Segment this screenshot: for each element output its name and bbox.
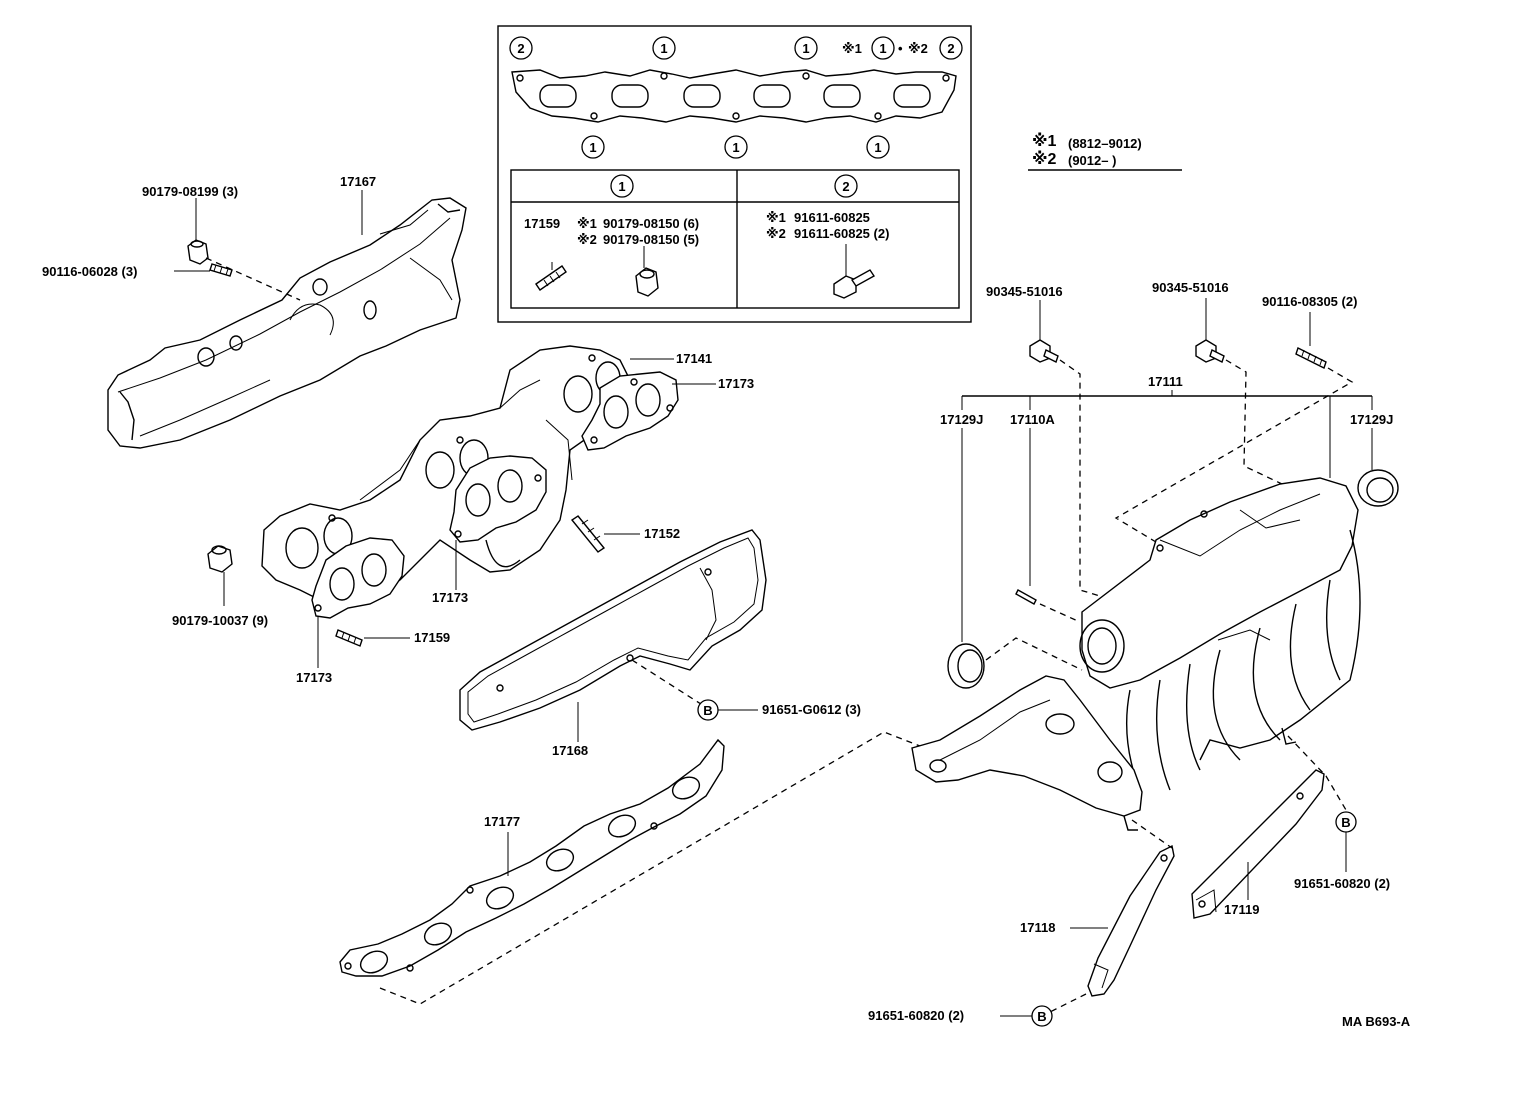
date-legend: ※1 (8812–9012) ※2 (9012– ) <box>1028 132 1182 171</box>
ref-marker-b-3: B <box>1031 1005 1053 1027</box>
inset-marker-1-top-a: 1 <box>652 36 676 60</box>
svg-text:B: B <box>1037 1009 1046 1024</box>
svg-text:1: 1 <box>732 140 739 155</box>
svg-text:91611-60825 (2): 91611-60825 (2) <box>794 226 889 241</box>
svg-text:B: B <box>1341 815 1350 830</box>
inset-table: 1 2 17159 ※1 90179-08150 (6) ※2 90179-08… <box>510 169 960 309</box>
inset-marker-1-bottom-b: 1 <box>724 135 748 159</box>
svg-text:1: 1 <box>874 140 881 155</box>
svg-text:※2: ※2 <box>1032 150 1057 168</box>
stay-17118 <box>1087 844 1175 997</box>
label-17110A: 17110A <box>1010 412 1055 427</box>
stud-17159-icon <box>335 629 363 647</box>
intake-manifold-17111 <box>911 477 1361 831</box>
nut-90179-08199-icon <box>187 198 209 265</box>
ref-marker-b-2: B <box>1335 811 1357 833</box>
svg-text:1: 1 <box>589 140 596 155</box>
heat-insulator-17167 <box>107 197 467 449</box>
svg-text:※2: ※2 <box>577 232 597 247</box>
label-90345-51016-a: 90345-51016 <box>986 284 1063 299</box>
svg-text:※1: ※1 <box>1032 132 1057 150</box>
label-17173-b: 17173 <box>432 590 468 605</box>
inset-bolt-icon <box>833 244 876 299</box>
stud-90116-08305-icon <box>1295 347 1327 369</box>
svg-text:(8812–9012): (8812–9012) <box>1068 136 1142 151</box>
svg-text:17159: 17159 <box>524 216 560 231</box>
svg-text:1: 1 <box>660 41 667 56</box>
svg-text:90179-08150 (5): 90179-08150 (5) <box>603 232 699 247</box>
svg-text:※1: ※1 <box>842 41 862 56</box>
svg-text:※2: ※2 <box>908 41 928 56</box>
label-90116-08305: 90116-08305 (2) <box>1262 294 1357 309</box>
inset-marker-1-bottom-a: 1 <box>581 135 605 159</box>
inset-marker-2-top: 2 <box>509 36 533 60</box>
gasket-17173-a <box>581 371 679 451</box>
label-17173-a: 17173 <box>718 376 754 391</box>
stud-17152-icon <box>570 515 606 553</box>
inset-marker-1-top-b: 1 <box>794 36 818 60</box>
inset-box: 2 1 1 ※1 1 • ※2 2 <box>497 25 972 323</box>
drawing-code: MA B693-A <box>1342 1014 1411 1029</box>
svg-text:2: 2 <box>842 179 849 194</box>
nut-90179-10037-icon <box>207 545 233 606</box>
svg-text:1: 1 <box>879 41 886 56</box>
label-91651-G0612: 91651-G0612 (3) <box>762 702 861 717</box>
label-17119: 17119 <box>1224 902 1259 917</box>
label-17168: 17168 <box>552 743 588 758</box>
svg-text:B: B <box>703 703 712 718</box>
svg-text:91611-60825: 91611-60825 <box>794 210 870 225</box>
label-17177: 17177 <box>484 814 520 829</box>
label-17118: 17118 <box>1020 920 1055 935</box>
label-17159: 17159 <box>414 630 450 645</box>
svg-text:1: 1 <box>618 179 625 194</box>
oring-17129J-a-icon <box>947 643 985 689</box>
inset-nut-icon <box>635 246 659 297</box>
svg-text:2: 2 <box>517 41 524 56</box>
svg-text:※1: ※1 <box>577 216 597 231</box>
label-17167: 17167 <box>340 174 376 189</box>
svg-text:90179-08150 (6): 90179-08150 (6) <box>603 216 699 231</box>
svg-text:1: 1 <box>802 41 809 56</box>
gasket-17173-b <box>449 455 547 543</box>
svg-text:(9012– ): (9012– ) <box>1068 153 1116 168</box>
label-17129J-b: 17129J <box>1350 412 1393 427</box>
label-17141: 17141 <box>676 351 712 366</box>
pin-17110A-icon <box>1015 589 1037 605</box>
label-90179-10037: 90179-10037 (9) <box>172 613 268 628</box>
svg-text:2: 2 <box>947 41 954 56</box>
inset-marker-1-bottom-c: 1 <box>866 135 890 159</box>
exhaust-manifold <box>261 345 631 611</box>
label-90345-51016-b: 90345-51016 <box>1152 280 1229 295</box>
label-17152: 17152 <box>644 526 680 541</box>
svg-text:※1: ※1 <box>766 210 786 225</box>
ref-marker-b-1: B <box>697 699 719 721</box>
svg-text:•: • <box>898 41 903 56</box>
label-91651-60820-a: 91651-60820 (2) <box>1294 876 1390 891</box>
label-17129J-a: 17129J <box>940 412 983 427</box>
bolt-90116-06028-icon <box>209 263 233 277</box>
inset-gasket <box>511 69 957 123</box>
label-90179-08199: 90179-08199 (3) <box>142 184 238 199</box>
label-17111: 17111 <box>1148 374 1183 389</box>
oring-17129J-b-icon <box>1357 469 1399 507</box>
gasket-17168 <box>459 529 767 731</box>
label-17173-c: 17173 <box>296 670 332 685</box>
svg-text:※2: ※2 <box>766 226 786 241</box>
inset-top-note: ※1 1 • ※2 2 <box>842 36 963 60</box>
bolt-90345-51016-a-icon <box>1029 300 1059 363</box>
gasket-17177 <box>339 738 725 977</box>
stay-17119 <box>1191 769 1325 919</box>
label-91651-60820-b: 91651-60820 (2) <box>868 1008 964 1023</box>
inset-stud-icon <box>535 262 567 291</box>
label-90116-06028: 90116-06028 (3) <box>42 264 137 279</box>
bolt-90345-51016-b-icon <box>1195 298 1225 363</box>
